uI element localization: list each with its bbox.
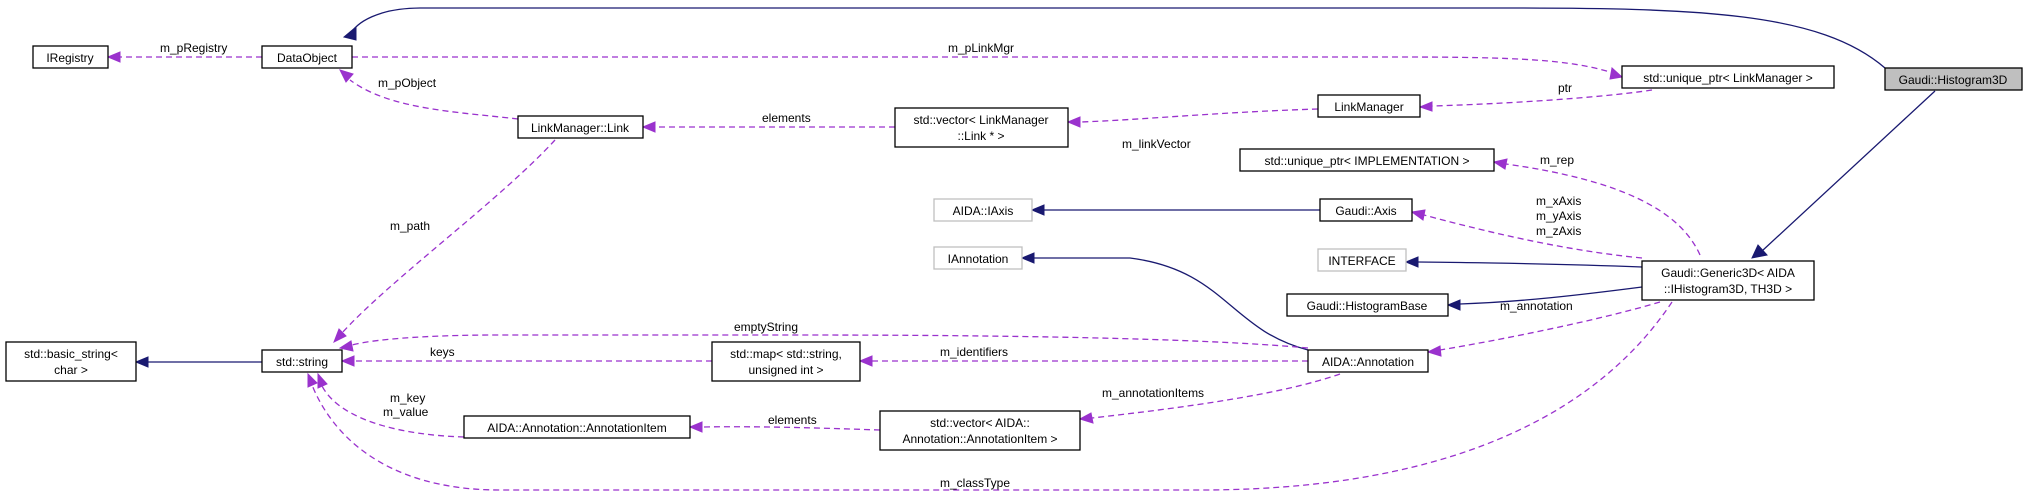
edge-label-m-plinkmgr: m_pLinkMgr [948,41,1014,55]
node-histogram3d[interactable]: Gaudi::Histogram3D [1884,67,2023,91]
edge-m-path: m_path [333,139,556,344]
node-gaudi-axis[interactable]: Gaudi::Axis [1319,198,1413,222]
edge-m-rep: m_rep [1492,153,1701,256]
node-label-iannotation: IAnnotation [948,252,1009,266]
node-histogrambase[interactable]: Gaudi::HistogramBase [1286,293,1449,317]
node-label-linkmanager: LinkManager [1334,100,1403,114]
node-label-basic-string-1: std::basic_string< [24,347,118,361]
node-label-std-map-2: unsigned int > [748,363,823,377]
edge-label-elements-annotation: elements [768,413,817,427]
node-annotation-item[interactable]: AIDA::Annotation::AnnotationItem [463,415,691,439]
edge-label-elements-link: elements [762,111,811,125]
node-label-vector-link-2: ::Link * > [957,129,1004,143]
node-label-annotation-item: AIDA::Annotation::AnnotationItem [487,421,666,435]
node-label-gaudi-axis: Gaudi::Axis [1335,204,1396,218]
node-label-aida-annotation: AIDA::Annotation [1322,355,1414,369]
node-label-aida-iaxis: AIDA::IAxis [953,204,1014,218]
edge-label-m-xaxis: m_xAxis [1536,194,1581,208]
node-vector-link[interactable]: std::vector< LinkManager ::Link * > [894,107,1069,148]
node-interface[interactable]: INTERFACE [1317,248,1407,272]
edge-ptr: ptr [1418,81,1653,112]
edge-label-m-linkvector: m_linkVector [1122,137,1191,151]
edge-label-m-annotationitems: m_annotationItems [1102,386,1204,400]
edge-m-pregistry: m_pRegistry [106,41,262,63]
node-generic3d[interactable]: Gaudi::Generic3D< AIDA ::IHistogram3D, T… [1641,260,1815,301]
edge-label-m-rep: m_rep [1540,153,1574,167]
edge-label-m-path: m_path [390,219,430,233]
edge-keys: keys [340,345,712,367]
node-label-unique-ptr-linkmanager: std::unique_ptr< LinkManager > [1643,71,1812,85]
node-iregistry[interactable]: IRegistry [32,45,109,69]
node-label-unique-ptr-implementation: std::unique_ptr< IMPLEMENTATION > [1265,154,1470,168]
edge-m-pobject: m_pObject [339,69,519,120]
edge-m-annotation: m_annotation [1426,299,1661,357]
node-std-string[interactable]: std::string [261,349,343,373]
edge-label-emptystring: emptyString [734,320,798,334]
edge-axes: m_xAxis m_yAxis m_zAxis [1410,194,1643,259]
node-label-generic3d-1: Gaudi::Generic3D< AIDA [1661,266,1795,280]
edge-m-identifiers: m_identifiers [858,345,1308,367]
node-label-std-string: std::string [276,355,328,369]
node-unique-ptr-linkmanager[interactable]: std::unique_ptr< LinkManager > [1621,65,1835,89]
node-label-generic3d-2: ::IHistogram3D, TH3D > [1664,282,1792,296]
edge-label-ptr: ptr [1558,81,1572,95]
node-label-iregistry: IRegistry [46,51,93,65]
node-label-vector-link-1: std::vector< LinkManager [913,113,1048,127]
node-label-dataobject: DataObject [277,51,338,65]
node-linkmanager-link[interactable]: LinkManager::Link [517,115,644,139]
edge-m-classtype: m_classType [307,301,1673,491]
node-vector-annotation[interactable]: std::vector< AIDA:: Annotation::Annotati… [879,410,1081,451]
edge-elements-link: elements [641,111,895,133]
edge-generic3d-to-histogrambase [1446,286,1643,311]
edge-generic3d-to-interface [1404,256,1643,268]
edge-axis-to-iaxis [1030,204,1320,216]
edge-label-keys: keys [430,345,455,359]
node-label-vector-annotation-1: std::vector< AIDA:: [930,416,1030,430]
edge-label-m-pobject: m_pObject [378,76,437,90]
node-label-std-map-1: std::map< std::string, [730,347,842,361]
edge-m-key-value: m_key m_value [317,372,465,438]
node-iannotation[interactable]: IAnnotation [933,246,1023,270]
edge-label-m-pregistry: m_pRegistry [160,41,227,55]
edge-emptystring: emptyString [338,320,1309,352]
node-dataobject[interactable]: DataObject [261,45,353,69]
edge-m-annotationitems: m_annotationItems [1078,373,1341,424]
edge-label-m-annotation: m_annotation [1500,299,1573,313]
edge-label-m-yaxis: m_yAxis [1536,209,1581,223]
node-std-map[interactable]: std::map< std::string, unsigned int > [711,341,861,382]
node-aida-annotation[interactable]: AIDA::Annotation [1307,349,1429,373]
node-label-interface: INTERFACE [1328,254,1395,268]
edge-m-linkvector: m_linkVector [1066,108,1319,151]
edge-label-m-value: m_value [383,405,429,419]
node-label-basic-string-2: char > [54,363,88,377]
edge-m-plinkmgr: m_pLinkMgr [352,41,1624,80]
edge-label-m-zaxis: m_zAxis [1536,224,1581,238]
edge-label-m-classtype: m_classType [940,476,1010,490]
node-label-histogrambase: Gaudi::HistogramBase [1307,299,1428,313]
edge-histogram3d-to-dataobject [342,7,1886,69]
edge-label-m-key: m_key [390,391,425,405]
node-linkmanager[interactable]: LinkManager [1317,94,1421,118]
node-basic-string[interactable]: std::basic_string< char > [5,341,137,382]
edge-annotation-to-iannotation [1020,252,1309,351]
node-label-histogram3d: Gaudi::Histogram3D [1899,73,2008,87]
edge-string-to-basic-string [134,356,262,368]
node-label-vector-annotation-2: Annotation::AnnotationItem > [902,432,1057,446]
node-unique-ptr-implementation[interactable]: std::unique_ptr< IMPLEMENTATION > [1239,148,1495,172]
node-label-linkmanager-link: LinkManager::Link [531,121,630,135]
edge-elements-annotation: elements [688,413,881,433]
node-aida-iaxis[interactable]: AIDA::IAxis [933,198,1033,222]
edge-label-m-identifiers: m_identifiers [940,345,1008,359]
edge-histogram3d-to-generic3d [1751,90,1936,259]
